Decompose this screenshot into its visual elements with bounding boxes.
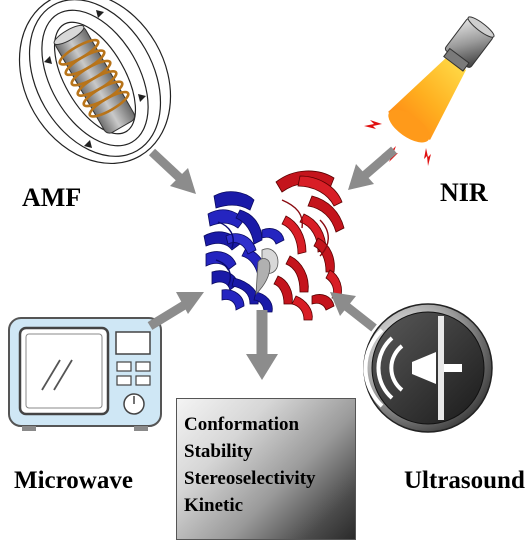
arrow-ultrasound-to-protein	[330, 292, 377, 332]
arrow-amf-to-protein	[148, 148, 196, 194]
effect-conformation: Conformation	[184, 414, 300, 435]
arrow-microwave-to-protein	[147, 292, 204, 330]
effects-box: Conformation Stability Stereoselectivity…	[176, 398, 356, 540]
electromagnet-coil-icon	[18, 0, 172, 165]
effect-stereoselectivity: Stereoselectivity	[184, 468, 316, 489]
microwave-label: Microwave	[14, 467, 133, 494]
microwave-oven-icon	[8, 317, 162, 431]
arrow-protein-to-effects	[246, 310, 278, 380]
amf-label: AMF	[22, 183, 82, 212]
arrow-nir-to-protein	[348, 146, 397, 190]
nir-label: NIR	[440, 178, 488, 207]
protein-ribbon-structure	[203, 170, 345, 321]
ultrasound-label: Ultrasound	[404, 467, 525, 494]
effect-stability: Stability	[184, 441, 253, 462]
effects-list: Conformation Stability Stereoselectivity…	[184, 411, 316, 519]
effect-kinetic: Kinetic	[184, 495, 244, 516]
laser-beam-icon	[364, 16, 495, 166]
ultrasound-wave-icon	[363, 303, 493, 433]
